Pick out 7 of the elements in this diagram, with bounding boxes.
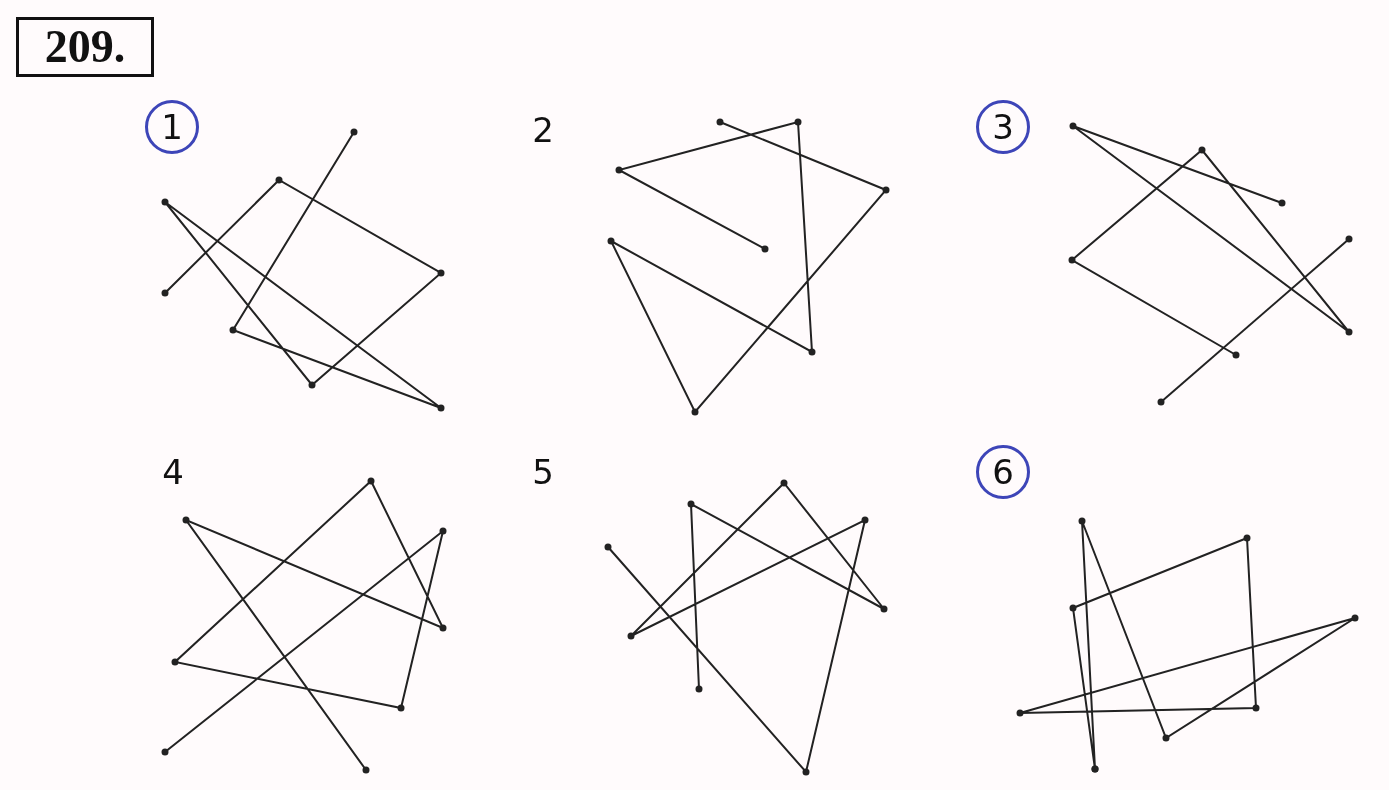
circled-number: 3: [976, 100, 1030, 154]
circled-number: 1: [145, 100, 199, 154]
figure-number: 5: [531, 451, 555, 494]
exercise-number: 209.: [16, 17, 154, 77]
figure-number: 4: [161, 451, 185, 494]
circled-number: 6: [976, 445, 1030, 499]
figure-number: 2: [531, 109, 555, 152]
